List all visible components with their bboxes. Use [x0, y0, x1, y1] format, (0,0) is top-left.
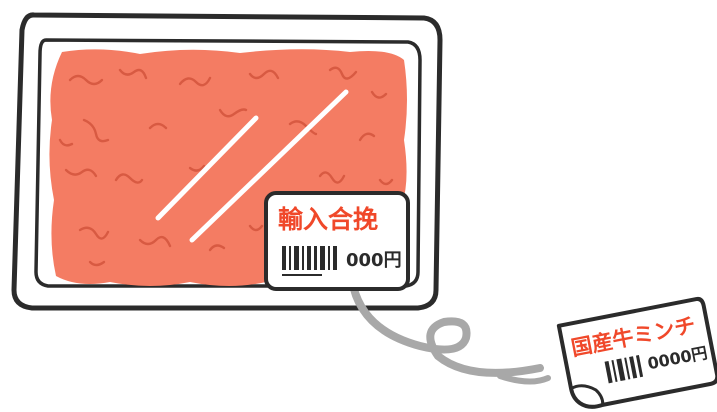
- peel-trail-end: [497, 373, 551, 385]
- price-label-main: 輸入合挽 000円: [264, 191, 410, 291]
- peel-trail: [348, 276, 544, 377]
- price-label-peeled: 国産牛ミンチ 0000円: [556, 296, 717, 409]
- ground-meat: [49, 49, 408, 286]
- plastic-shine: [155, 89, 349, 243]
- meat-texture: [58, 66, 394, 267]
- barcode-peeled: [604, 355, 644, 384]
- label-main-title: 輸入合挽: [278, 205, 378, 234]
- label-main-price: 000円: [346, 250, 402, 271]
- barcode-main: [282, 246, 337, 276]
- meat-body: [49, 49, 408, 286]
